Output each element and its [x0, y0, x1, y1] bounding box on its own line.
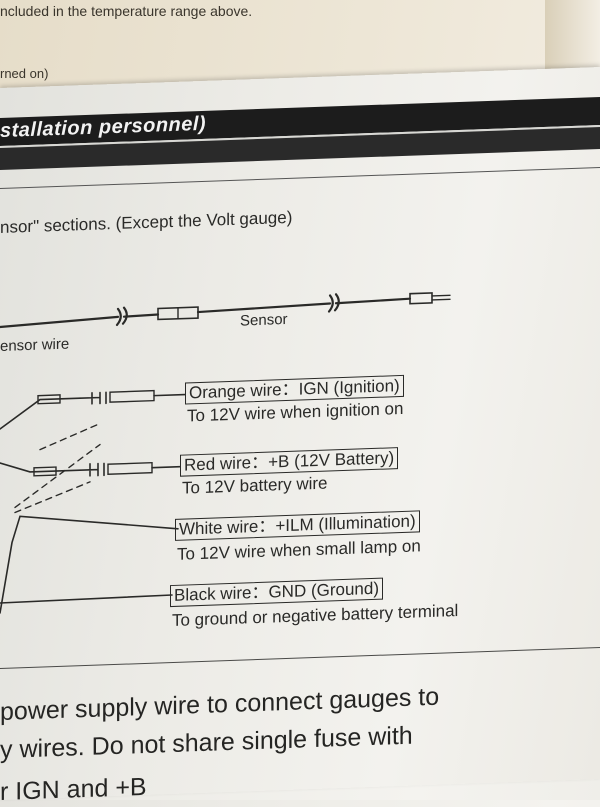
red-wire-path — [0, 462, 81, 473]
red-wire-connector — [79, 462, 105, 477]
bottom-divider — [0, 647, 600, 669]
wiring-lines — [0, 292, 451, 614]
orange-wire-path — [0, 397, 81, 430]
sensor-harness-wire-4 — [334, 297, 412, 305]
sensor-plug-tip — [431, 294, 451, 301]
orange-wire-plug — [109, 389, 155, 403]
bottom-text-line-1: power supply wire to connect gauges to — [0, 682, 440, 726]
bottom-text-line-2: y wires. Do not share single fuse with — [0, 721, 413, 764]
sensor-harness-wire-3 — [196, 302, 332, 314]
orange-wire-dashes — [14, 443, 101, 509]
black-wire-path — [0, 594, 173, 604]
manual-page: stallation personnel) nsor" sections. (E… — [0, 67, 600, 806]
section-header-title: stallation personnel) — [0, 112, 207, 142]
sensor-label: Sensor — [240, 310, 288, 330]
intro-text: nsor" sections. (Except the Volt gauge) — [0, 207, 293, 237]
white-wire-path — [0, 515, 179, 614]
red-wire-dashes — [14, 422, 101, 514]
background-page-line-1: ncluded in the temperature range above. — [0, 3, 253, 19]
orange-wire-fuse — [37, 394, 61, 405]
red-wire-lead — [151, 465, 181, 469]
background-page-line-2: rned on) — [0, 66, 49, 81]
orange-wire-connector — [79, 391, 107, 405]
sensor-wire-label: ensor wire — [0, 335, 70, 355]
bottom-text-line-3: r IGN and +B — [0, 772, 147, 806]
orange-wire-lead — [153, 393, 186, 397]
wiring-diagram: Sensor ensor wire Orange wire：IGN (Ignit… — [0, 282, 600, 643]
section-rule — [0, 167, 600, 189]
sensor-plug — [409, 292, 433, 305]
red-wire-plug — [107, 461, 153, 475]
red-wire-fuse — [33, 466, 57, 477]
sensor-harness-wire — [0, 315, 120, 329]
sensor-harness-wire-2 — [122, 313, 160, 318]
